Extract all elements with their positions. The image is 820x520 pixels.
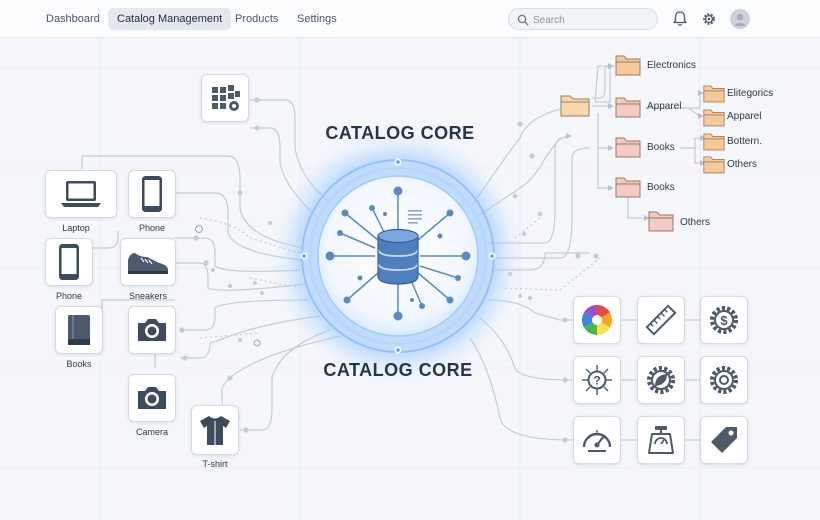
folder-label-others[interactable]: Others [727,159,758,170]
product-tile-tshirt[interactable] [191,405,239,455]
gauge-icon [582,430,612,452]
product-tile-camera[interactable] [128,374,176,422]
product-label-books: Books [66,359,92,369]
product-tile-books[interactable] [55,306,103,354]
attribute-tile-color[interactable] [573,296,621,344]
folder-books-icon[interactable] [615,136,641,158]
folder-elitegorics-icon[interactable] [703,84,725,103]
product-label-laptop: Laptop [62,223,90,233]
grid-blocks-icon [212,85,240,111]
attribute-tile-gauge[interactable] [573,416,621,464]
tag-icon [711,427,737,453]
phone-icon [142,176,162,212]
camera-icon [138,387,166,409]
bell-icon[interactable] [670,9,690,29]
folder-label-apparel-child[interactable]: Apparel [727,111,762,122]
search-icon [517,14,529,26]
gear-icon [710,366,738,394]
root-folder-icon[interactable] [559,92,591,118]
product-label-sneakers: Sneakers [128,291,168,301]
product-tile-laptop[interactable] [45,170,117,218]
connector-rings [195,225,261,347]
folder-label-elitegorics[interactable]: Elitegorics [727,88,774,99]
book-icon [68,315,90,345]
folder-others-2-icon[interactable] [648,210,674,232]
folder-apparel-icon[interactable] [615,96,641,118]
core-ring-mid [308,166,488,346]
ruler-icon [645,304,677,336]
core-ring-dots [302,160,494,352]
tshirt-icon [200,416,230,445]
folder-label-bottern[interactable]: Bottern. [727,136,763,147]
folder-arrows [566,63,706,221]
folder-label-apparel[interactable]: Apparel [647,101,682,112]
product-tile-phone[interactable] [128,170,176,218]
sneaker-icon [128,253,168,274]
attribute-tile-price[interactable]: $ [700,296,748,344]
user-icon [734,13,746,26]
attribute-tile-weight[interactable] [637,416,685,464]
color-wheel-icon [581,305,613,335]
phone-icon [59,244,79,280]
svg-text:?: ? [593,374,600,388]
folder-label-others-2[interactable]: Others [680,217,711,228]
product-label-camera: Camera [135,427,168,437]
avatar[interactable] [730,9,750,29]
attribute-tile-tag[interactable] [700,416,748,464]
search-input[interactable] [533,12,651,28]
svg-text:$: $ [720,313,728,328]
diagram-canvas: CATALOG CORE CATALOG CORE Laptop Phone [0,38,820,520]
gear-icon[interactable] [699,9,719,29]
core-doc-glyph [408,210,422,224]
grid-blocks-tile[interactable] [201,74,249,122]
database-icon [377,228,419,285]
camera-icon [138,319,166,341]
folder-label-electronics[interactable]: Electronics [647,60,696,71]
product-label-tshirt: T-shirt [202,459,228,469]
top-navigation: Dashboard Catalog Management Products Se… [0,0,820,38]
folder-electronics-icon[interactable] [615,54,641,76]
camera-tile[interactable] [128,306,176,354]
dollar-gear-icon: $ [710,306,738,334]
search-box[interactable] [508,8,658,30]
question-hub-icon: ? [582,365,612,395]
folder-apparel-child-icon[interactable] [703,108,725,127]
core-network-lines [330,191,466,316]
core-ring-sparks [300,158,496,354]
connector-dots [179,97,599,443]
attribute-tile-ruler[interactable] [637,296,685,344]
diagram-connections [0,38,820,520]
core-title-bottom: CATALOG CORE [323,360,473,380]
nav-dashboard[interactable]: Dashboard [46,13,100,25]
folder-others-icon[interactable] [703,155,725,174]
folder-bottern-icon[interactable] [703,132,725,151]
folder-books-2-icon[interactable] [615,176,641,198]
nav-catalog-management[interactable]: Catalog Management [108,8,232,30]
folder-label-books-2[interactable]: Books [647,182,675,193]
product-label-phone: Phone [138,223,166,233]
laptop-icon [61,181,101,207]
product-tile-phone-2[interactable] [45,238,93,286]
core-title-top: CATALOG CORE [325,123,475,143]
nav-settings[interactable]: Settings [297,13,337,25]
folder-label-books[interactable]: Books [647,142,675,153]
attribute-tile-settings[interactable] [700,356,748,404]
attribute-tile-questions[interactable]: ? [573,356,621,404]
scale-icon [648,426,674,454]
leaf-gear-icon [647,366,675,394]
core-network-nodes [325,186,471,321]
nav-products[interactable]: Products [235,13,279,25]
product-tile-sneakers[interactable] [120,238,176,286]
attribute-tile-material[interactable] [637,356,685,404]
product-label-phone-2: Phone [55,291,83,301]
